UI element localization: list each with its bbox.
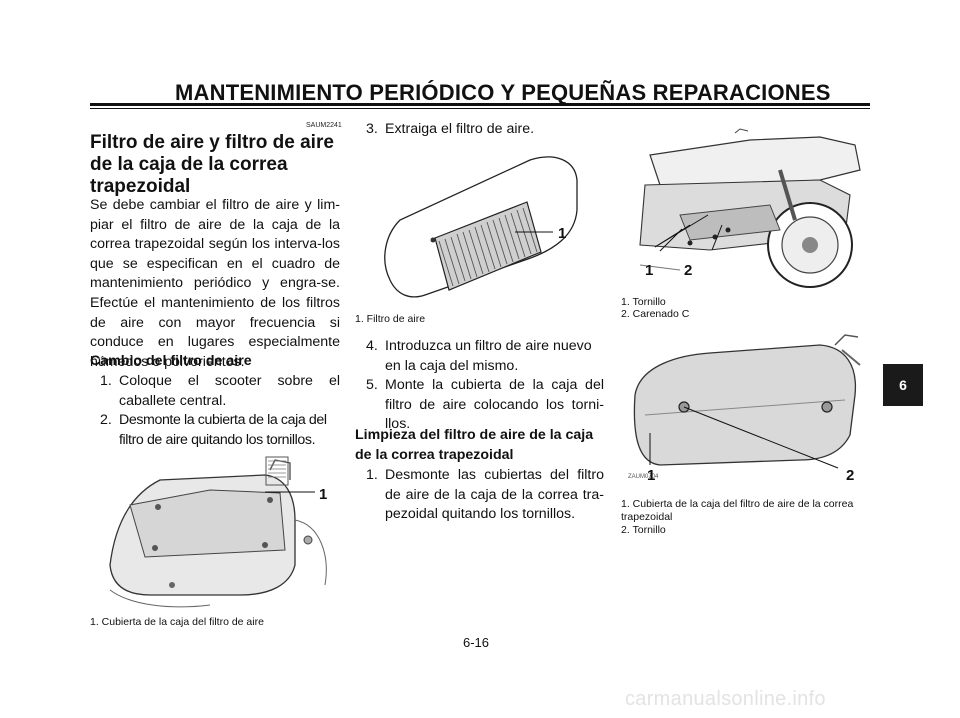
page-number: 6-16 bbox=[463, 635, 490, 650]
clean-step-1: 1. Desmonte las cubiertas del filtro de … bbox=[366, 466, 604, 525]
step-2: 2. Desmonte la cubierta de la caja del f… bbox=[100, 411, 340, 450]
fig3-callout-2: 2 bbox=[684, 262, 693, 279]
fig4-code: ZAUM0704 bbox=[628, 474, 659, 480]
fig2-callout-1: 1 bbox=[558, 225, 567, 242]
step-3: 3. Extraiga el filtro de aire. bbox=[366, 120, 606, 140]
air-filter-figure bbox=[384, 156, 578, 298]
step-number: 5. bbox=[366, 377, 378, 393]
fig2-caption: 1. Filtro de aire bbox=[355, 313, 426, 325]
belt-case-cover-figure bbox=[630, 333, 861, 475]
step-number: 1. bbox=[100, 373, 112, 389]
step-text: Desmonte las cubiertas del filtro de air… bbox=[385, 467, 604, 523]
fig3-caption-2: 2. Carenado C bbox=[621, 308, 690, 320]
step-text: Desmonte la cubierta de la caja del filt… bbox=[119, 412, 327, 448]
fig4-callout-2: 2 bbox=[846, 467, 855, 484]
step-5: 5. Monte la cubierta de la caja del filt… bbox=[366, 376, 604, 435]
step-text: Monte la cubierta de la caja del filtro … bbox=[385, 377, 604, 433]
fig1-caption: 1. Cubierta de la caja del filtro de air… bbox=[90, 616, 264, 628]
watermark: carmanualsonline.info bbox=[625, 688, 826, 710]
step-number: 4. bbox=[366, 338, 378, 354]
step-number: 2. bbox=[100, 412, 112, 428]
step-text: Extraiga el filtro de aire. bbox=[385, 121, 535, 137]
chapter-tab: 6 bbox=[883, 364, 923, 406]
fig1-callout-1: 1 bbox=[319, 486, 328, 503]
step-number: 3. bbox=[366, 121, 378, 137]
air-box-cover-figure bbox=[100, 453, 327, 610]
cleaning-heading: Limpieza del filtro de aire de la caja d… bbox=[355, 427, 594, 463]
fig4-caption-1-text: 1. Cubierta de la caja del filtro de air… bbox=[621, 498, 854, 523]
step-4: 4. Introduzca un filtro de aire nuevo en… bbox=[366, 337, 604, 376]
fig4-caption-1: 1. Cubierta de la caja del filtro de air… bbox=[621, 498, 871, 523]
change-heading: Cambio del filtro de aire bbox=[90, 353, 252, 369]
step-text: Coloque el scooter sobre el caballete ce… bbox=[119, 373, 340, 409]
scooter-rear-figure bbox=[639, 128, 861, 288]
step-1: 1. Coloque el scooter sobre el caballete… bbox=[100, 372, 340, 411]
header-rule-thick bbox=[90, 103, 870, 106]
step-text: Introduzca un filtro de aire nuevo en la… bbox=[385, 338, 592, 374]
fig4-callout-1: 1 bbox=[647, 467, 656, 484]
chapter-title: MANTENIMIENTO PERIÓDICO Y PEQUEÑAS REPAR… bbox=[175, 80, 831, 105]
section-code: SAUM2241 bbox=[306, 122, 342, 129]
fig3-caption-1: 1. Tornillo bbox=[621, 296, 666, 308]
header-rule-thin bbox=[90, 108, 870, 109]
section-title: Filtro de aire y filtro de aire de la ca… bbox=[90, 132, 334, 197]
fig3-callout-1: 1 bbox=[645, 262, 654, 279]
intro-paragraph: Se debe cambiar el filtro de aire y lim-… bbox=[90, 197, 340, 370]
step-number: 1. bbox=[366, 467, 378, 483]
fig4-caption-2: 2. Tornillo bbox=[621, 524, 666, 536]
